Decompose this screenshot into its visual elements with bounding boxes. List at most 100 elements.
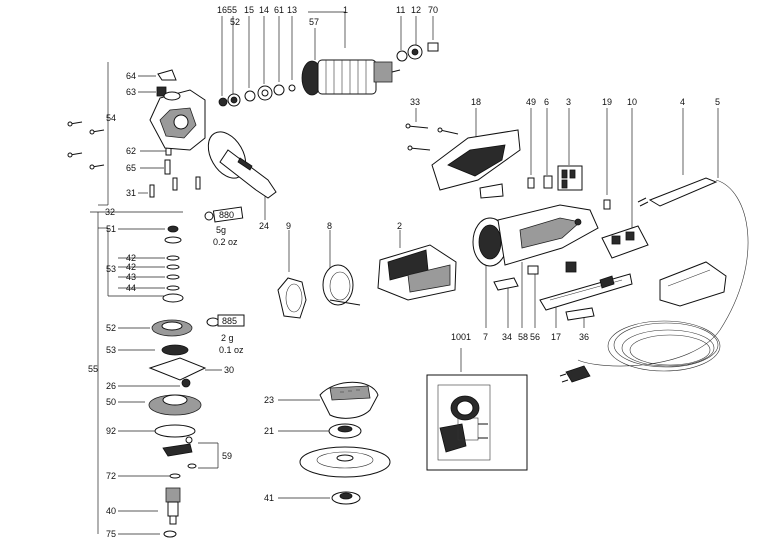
callout-72: 72 <box>106 471 116 481</box>
part-65-bolt <box>164 159 171 175</box>
callout-53a: 53 <box>106 264 116 274</box>
part-5-sleeve <box>659 261 727 307</box>
part-17-switch-rod <box>539 273 633 311</box>
callout-59: 59 <box>222 451 232 461</box>
part-75-ring <box>163 530 177 538</box>
callout-64: 64 <box>126 71 136 81</box>
part-9-baffle <box>277 277 307 319</box>
callout-9: 9 <box>286 221 291 231</box>
part-40-spindle <box>165 487 181 525</box>
callout-52-top: 52 <box>230 17 240 27</box>
callout-65: 65 <box>126 163 136 173</box>
left-column-leaders <box>90 62 222 535</box>
callout-42b: 42 <box>126 262 136 272</box>
part-33-screws <box>405 123 459 151</box>
part-31-screws <box>149 176 201 198</box>
callout-43: 43 <box>126 272 136 282</box>
part-4-power-cable <box>559 177 749 383</box>
top-row-leaders <box>221 11 719 499</box>
callout-19: 19 <box>602 97 612 107</box>
callout-70: 70 <box>428 5 438 15</box>
callout-14: 14 <box>259 5 269 15</box>
part-18-cover <box>431 129 521 199</box>
part-6-holder <box>543 175 553 189</box>
callout-13: 13 <box>287 5 297 15</box>
part-30-plate <box>148 357 207 381</box>
part-21-flange <box>328 423 362 439</box>
callout-12: 12 <box>411 5 421 15</box>
callout-92: 92 <box>106 426 116 436</box>
callout-15: 15 <box>244 5 254 15</box>
callout-23: 23 <box>264 395 274 405</box>
callout-40: 40 <box>106 506 116 516</box>
part-64-clip <box>157 69 177 81</box>
callout-36: 36 <box>579 332 589 342</box>
part-36-label <box>565 307 595 321</box>
part-1-armature <box>301 59 401 96</box>
callout-50: 50 <box>106 397 116 407</box>
part-3-switch <box>557 165 583 191</box>
spindle-stack <box>162 225 184 303</box>
part-19-pin <box>603 199 611 210</box>
part-41-flange-nut <box>331 491 361 505</box>
grease-885-label: 885 2 g 0.1 oz <box>206 314 245 355</box>
part-23-wheel-guard <box>319 381 379 419</box>
grease-885-oz: 0.1 oz <box>219 345 244 355</box>
grease-880-label: 880 5g 0.2 oz <box>212 206 244 247</box>
callout-49: 49 <box>526 97 536 107</box>
callout-26: 26 <box>106 381 116 391</box>
part-52-bevel-gear <box>151 319 193 337</box>
screws-33-left <box>67 121 105 170</box>
callout-63: 63 <box>126 87 136 97</box>
part-24-side-handle <box>204 131 277 221</box>
callout-24: 24 <box>259 221 269 231</box>
part-10-electronics <box>601 225 649 259</box>
callout-labels: 16 55 52 15 14 61 13 1 57 11 12 70 64 63… <box>88 5 720 539</box>
callout-4: 4 <box>680 97 685 107</box>
callout-33: 33 <box>410 97 420 107</box>
callout-42a: 42 <box>126 253 136 263</box>
part-53-bearing <box>161 344 189 356</box>
callout-30: 30 <box>224 365 234 375</box>
part-54-gear-housing <box>149 89 206 151</box>
callout-6: 6 <box>544 97 549 107</box>
callout-56: 56 <box>530 332 540 342</box>
grease-885-qty: 2 g <box>221 333 234 343</box>
callout-2: 2 <box>397 221 402 231</box>
callout-57: 57 <box>309 17 319 27</box>
callout-10: 10 <box>627 97 637 107</box>
callout-54: 54 <box>106 113 116 123</box>
callout-52: 52 <box>106 323 116 333</box>
grease-885-code: 885 <box>222 316 237 326</box>
callout-34: 34 <box>502 332 512 342</box>
callout-32: 32 <box>105 207 115 217</box>
part-72-washer <box>169 473 181 479</box>
callout-58: 58 <box>518 332 528 342</box>
part-26-nut <box>181 378 191 388</box>
part-2-field <box>377 244 457 301</box>
grease-880-oz: 0.2 oz <box>213 237 238 247</box>
callout-62: 62 <box>126 146 136 156</box>
callout-41: 41 <box>264 493 274 503</box>
part-58-part <box>527 265 539 275</box>
callout-3: 3 <box>566 97 571 107</box>
callout-61: 61 <box>274 5 284 15</box>
callout-18: 18 <box>471 97 481 107</box>
callout-51: 51 <box>106 224 116 234</box>
callout-75: 75 <box>106 529 116 539</box>
callout-16: 16 <box>217 5 227 15</box>
part-56-part <box>565 261 577 273</box>
callout-17: 17 <box>551 332 561 342</box>
callout-53b: 53 <box>106 345 116 355</box>
part-59-spindle-lock <box>162 436 197 469</box>
part-92-o-ring <box>154 424 196 438</box>
grinding-disc <box>299 446 391 478</box>
callout-21: 21 <box>264 426 274 436</box>
grease-880-qty: 5g <box>216 225 226 235</box>
part-8-fan-guide <box>322 264 361 306</box>
callout-55: 55 <box>88 364 98 374</box>
callout-8: 8 <box>327 221 332 231</box>
part-34-label <box>493 277 519 291</box>
inset-1001-detail <box>426 374 528 471</box>
top-right-bearings <box>396 42 439 62</box>
